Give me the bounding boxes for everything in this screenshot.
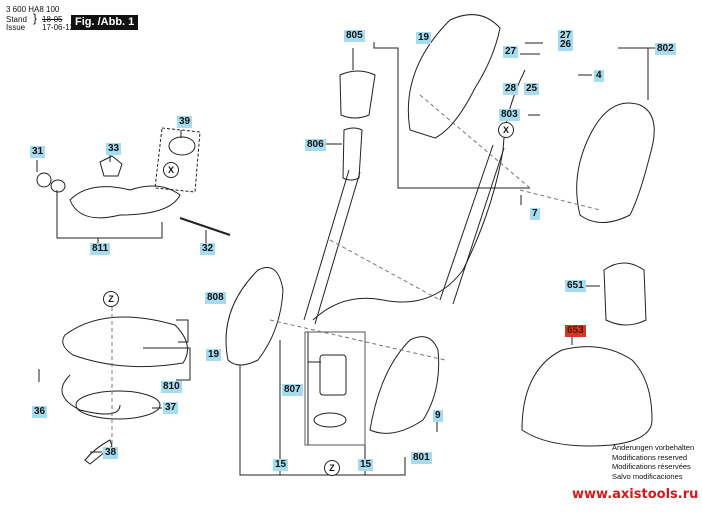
issue-label: Issue [6, 23, 26, 32]
stand-label: Stand [6, 15, 27, 24]
part-number: 3 600 HA8 100 [6, 5, 60, 14]
callout-26[interactable]: 26 [558, 39, 574, 51]
callout-4[interactable]: 4 [594, 70, 604, 82]
note-fr: Modifications réservées [612, 462, 691, 471]
note-en: Modifications reserved [612, 452, 688, 462]
note-de: Änderungen vorbehalten [612, 443, 695, 452]
leader-805 [373, 42, 530, 189]
figure-label: Fig. /Abb. 1 [71, 15, 139, 30]
callout-651[interactable]: 651 [565, 280, 586, 292]
callout-27-lower[interactable]: 27 [503, 46, 519, 58]
callout-19-top[interactable]: 19 [416, 32, 432, 44]
callout-33[interactable]: 33 [106, 143, 122, 155]
callout-802[interactable]: 802 [655, 43, 676, 55]
callout-806[interactable]: 806 [305, 139, 326, 151]
callout-810[interactable]: 810 [161, 381, 182, 393]
callout-15-left[interactable]: 15 [273, 459, 289, 471]
callout-808[interactable]: 808 [205, 292, 226, 304]
detail-marker-x-handle: X [163, 162, 179, 178]
callout-32[interactable]: 32 [200, 243, 216, 255]
callout-7[interactable]: 7 [530, 208, 540, 220]
callout-25[interactable]: 25 [524, 83, 540, 95]
callout-37[interactable]: 37 [163, 402, 179, 414]
brace: } [33, 11, 38, 25]
callout-38[interactable]: 38 [103, 447, 119, 459]
callout-811[interactable]: 811 [90, 243, 111, 255]
modification-notes: Änderungen vorbehalten Modifications res… [612, 443, 694, 481]
stand-value: 18-05 [42, 15, 63, 24]
website-watermark[interactable]: www.axistools.ru [572, 487, 699, 502]
detail-marker-x-pole: X [498, 122, 514, 138]
callout-36[interactable]: 36 [32, 406, 48, 418]
callout-15-right[interactable]: 15 [358, 459, 374, 471]
callout-28[interactable]: 28 [503, 83, 519, 95]
callout-19-lower[interactable]: 19 [206, 349, 222, 361]
callout-807[interactable]: 807 [282, 384, 303, 396]
callout-39[interactable]: 39 [177, 116, 193, 128]
issue-date: 17-06-12 [42, 23, 75, 32]
callout-9[interactable]: 9 [433, 410, 443, 422]
callout-805[interactable]: 805 [344, 30, 365, 42]
detail-marker-z-motor: Z [324, 460, 340, 476]
callout-801[interactable]: 801 [411, 452, 432, 464]
callout-31[interactable]: 31 [30, 146, 46, 158]
callout-653-highlighted[interactable]: 653 [565, 325, 586, 337]
detail-marker-z-guard: Z [103, 291, 119, 307]
note-es: Salvo modificaciones [612, 471, 683, 481]
callout-803[interactable]: 803 [499, 109, 520, 121]
